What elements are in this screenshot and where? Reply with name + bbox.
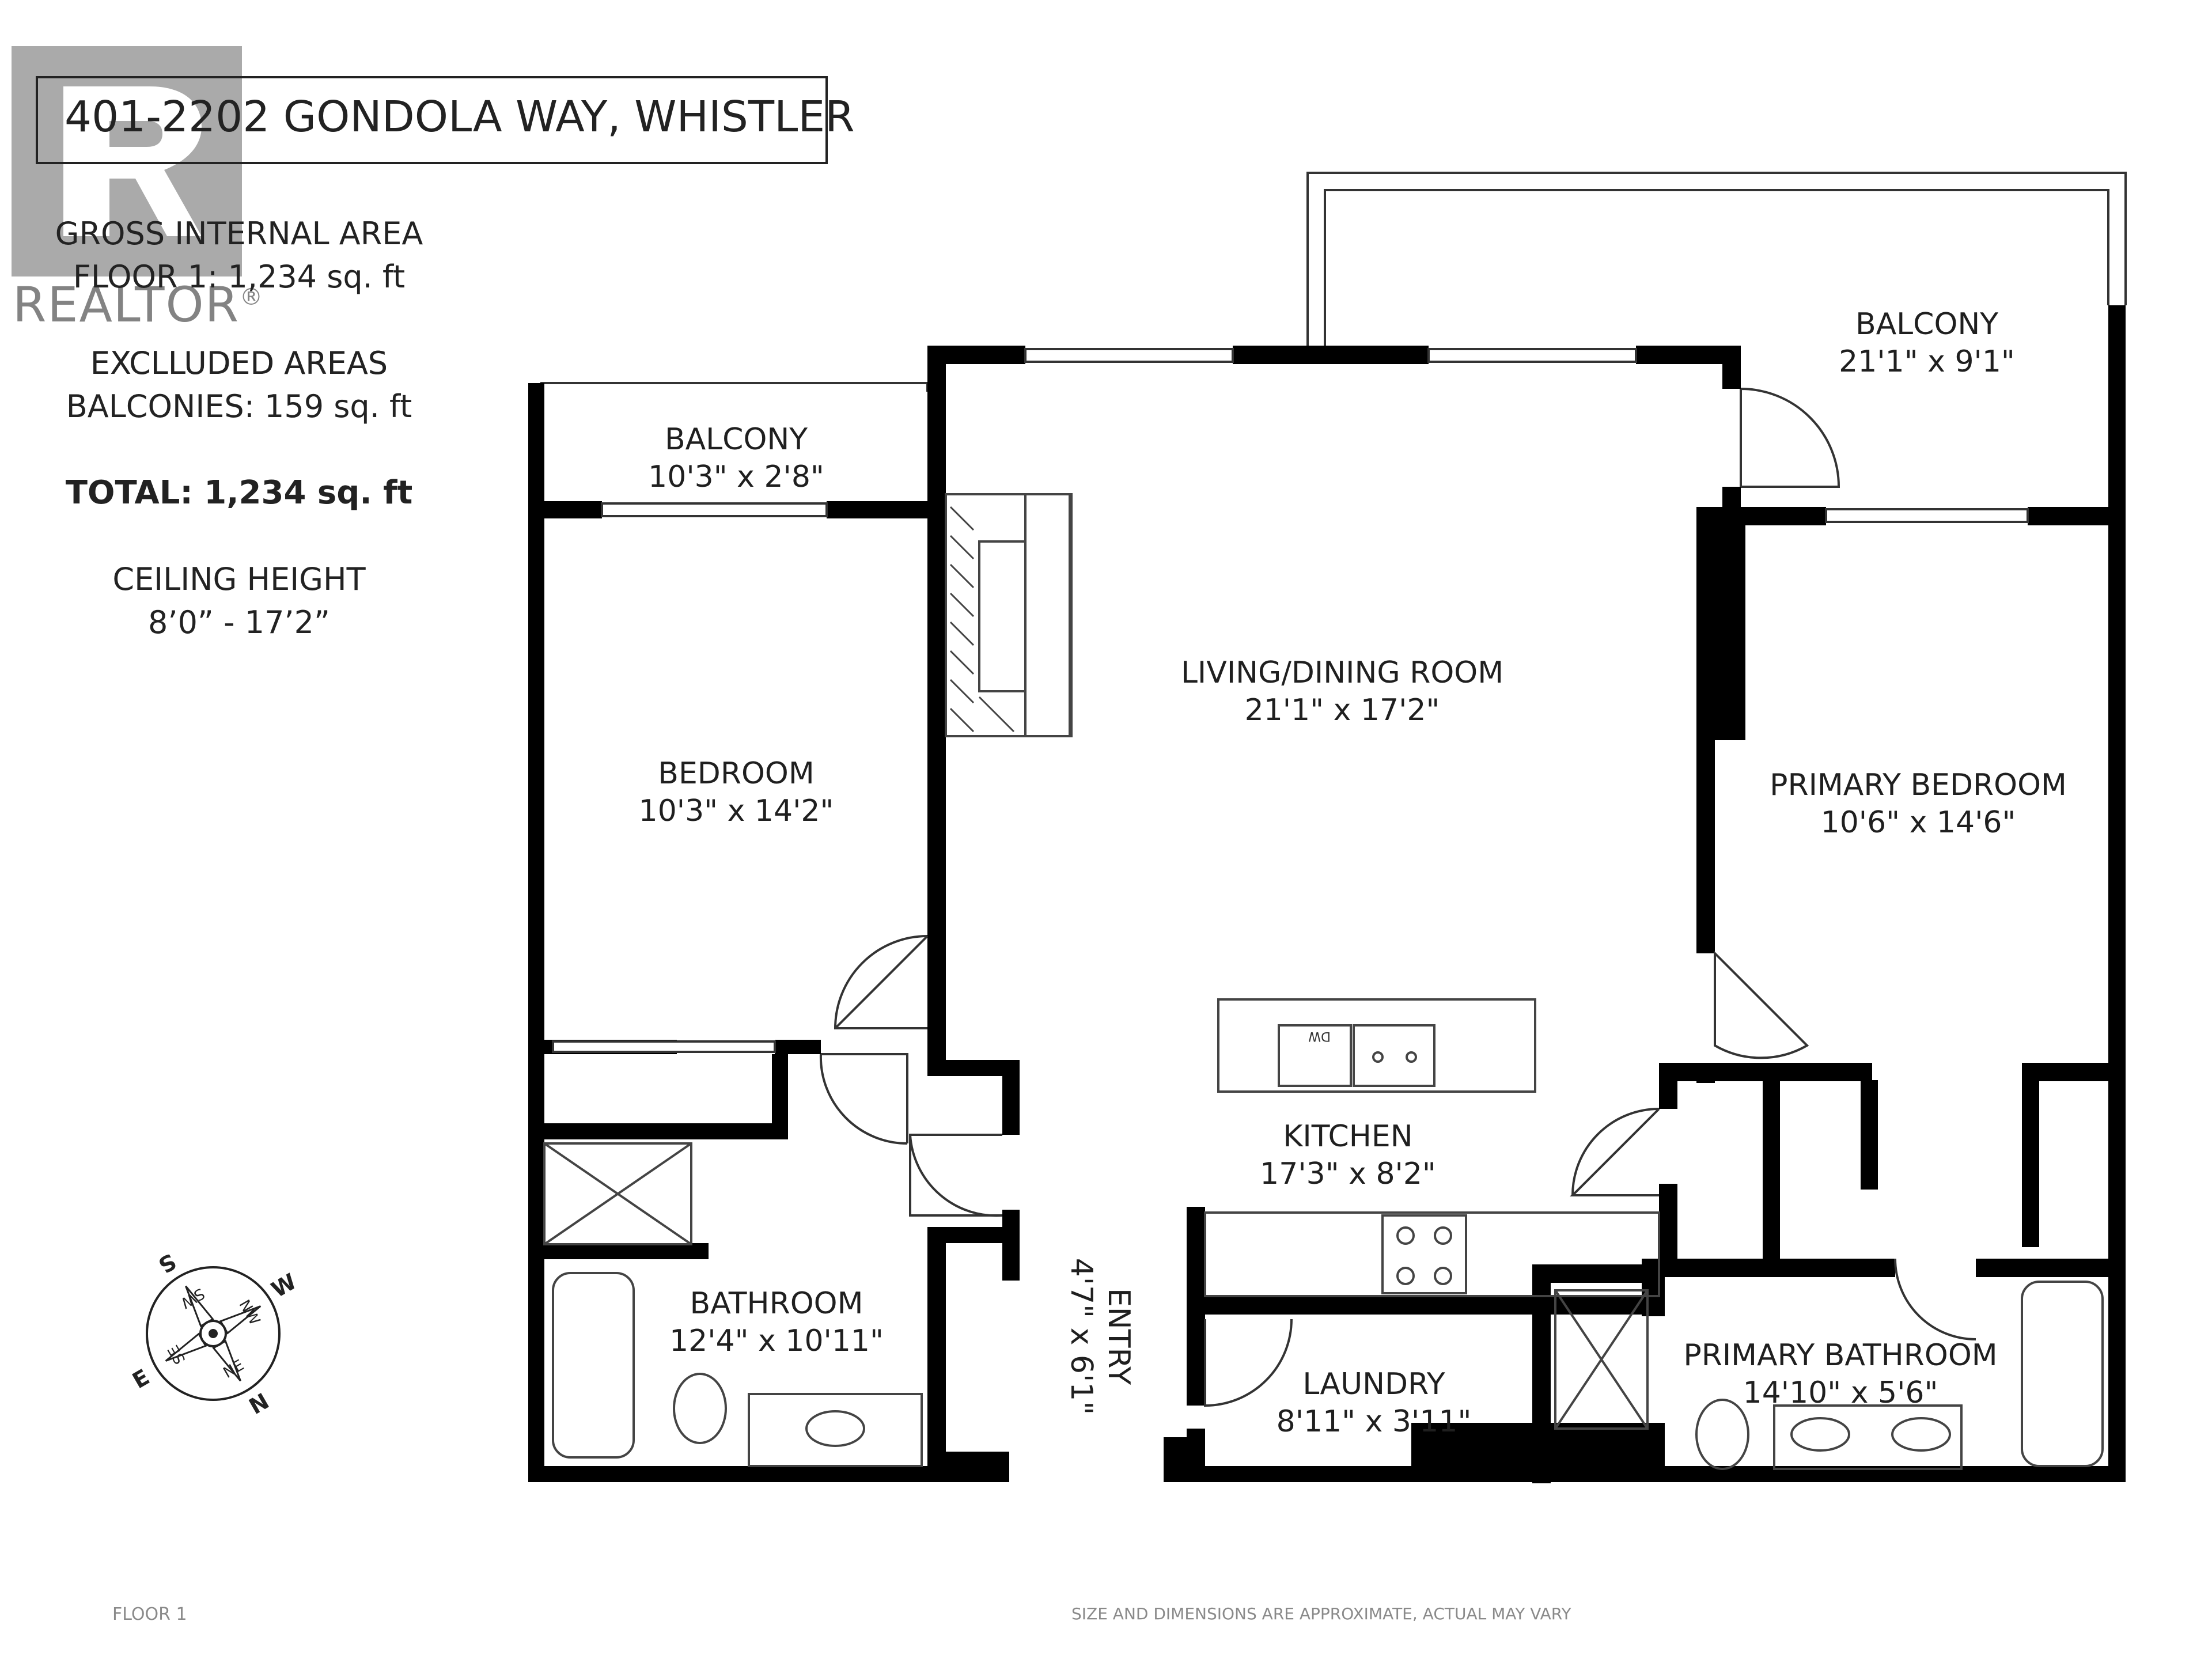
dishwasher-label: DW	[1308, 1029, 1331, 1043]
room-dimensions: 21'1" x 9'1"	[1839, 344, 2015, 379]
excluded-info: EXCLLUDED AREAS BALCONIES: 159 sq. ft	[23, 342, 455, 428]
kitchen-island	[1217, 998, 1536, 1093]
address-box	[36, 76, 828, 164]
room-name: PRIMARY BATHROOM	[1683, 1338, 1997, 1373]
room-dimensions: 4'7" x 6'1"	[1064, 1258, 1099, 1415]
room-dimensions: 10'6" x 14'6"	[1821, 805, 2016, 840]
excluded-areas-label: EXCLLUDED AREAS	[90, 345, 388, 381]
floor-label: FLOOR 1	[112, 1604, 187, 1624]
compass-east: E	[128, 1364, 153, 1393]
ceiling-height-label: CEILING HEIGHT	[112, 561, 366, 597]
compass: S N W E SW NE NW SE	[128, 1248, 301, 1419]
ceiling-info: CEILING HEIGHT 8’0” - 17’2”	[23, 558, 455, 644]
room-name: BALCONY	[1855, 307, 1998, 342]
room-dimensions: 8'11" x 3'11"	[1277, 1404, 1472, 1439]
ceiling-height-value: 8’0” - 17’2”	[148, 604, 330, 641]
floor1-area: FLOOR 1: 1,234 sq. ft	[73, 259, 406, 295]
room-dimensions: 17'3" x 8'2"	[1260, 1157, 1436, 1191]
realtor-logo	[12, 46, 242, 276]
windows	[552, 348, 2029, 1053]
room-dimensions: 10'3" x 14'2"	[639, 794, 834, 828]
compass-west: W	[267, 1268, 301, 1302]
excluded-areas-label: EXCLLUDED AREAS	[90, 345, 388, 381]
compass-north: N	[245, 1388, 274, 1419]
realtor-watermark: REALTOR®	[13, 276, 264, 333]
bathroom-fixtures	[543, 1142, 2104, 1470]
room-name: ENTRY	[1101, 1288, 1136, 1385]
room-name: KITCHEN	[1283, 1119, 1412, 1154]
walls	[528, 305, 2126, 1483]
address-title: 401-2202 GONDOLA WAY, WHISTLER	[65, 92, 855, 142]
room-name: BEDROOM	[658, 756, 814, 791]
gross-area-label: GROSS INTERNAL AREA	[55, 215, 423, 252]
room-dimensions: 12'4" x 10'11"	[669, 1324, 884, 1358]
total-info: TOTAL: 1,234 sq. ft	[23, 471, 455, 514]
room-dimensions: 21'1" x 17'2"	[1245, 693, 1440, 728]
room-name: LAUNDRY	[1302, 1367, 1445, 1402]
room-name: LIVING/DINING ROOM	[1181, 656, 1503, 690]
room-name: PRIMARY BEDROOM	[1770, 768, 2067, 802]
compass-south: S	[154, 1248, 180, 1278]
total-area: TOTAL: 1,234 sq. ft	[65, 474, 413, 512]
room-name: BATHROOM	[690, 1286, 863, 1321]
room-dimensions: 10'3" x 2'8"	[648, 460, 824, 494]
balconies-area: BALCONIES: 159 sq. ft	[66, 388, 412, 425]
fireplace	[945, 493, 1073, 737]
disclaimer: SIZE AND DIMENSIONS ARE APPROXIMATE, ACT…	[1071, 1604, 1571, 1623]
area-info: GROSS INTERNAL AREA FLOOR 1: 1,234 sq. f…	[23, 212, 455, 385]
doors	[819, 388, 1976, 1407]
room-name: BALCONY	[665, 422, 808, 457]
kitchen-counter	[1204, 1211, 1660, 1297]
room-dimensions: 14'10" x 5'6"	[1743, 1376, 1938, 1410]
